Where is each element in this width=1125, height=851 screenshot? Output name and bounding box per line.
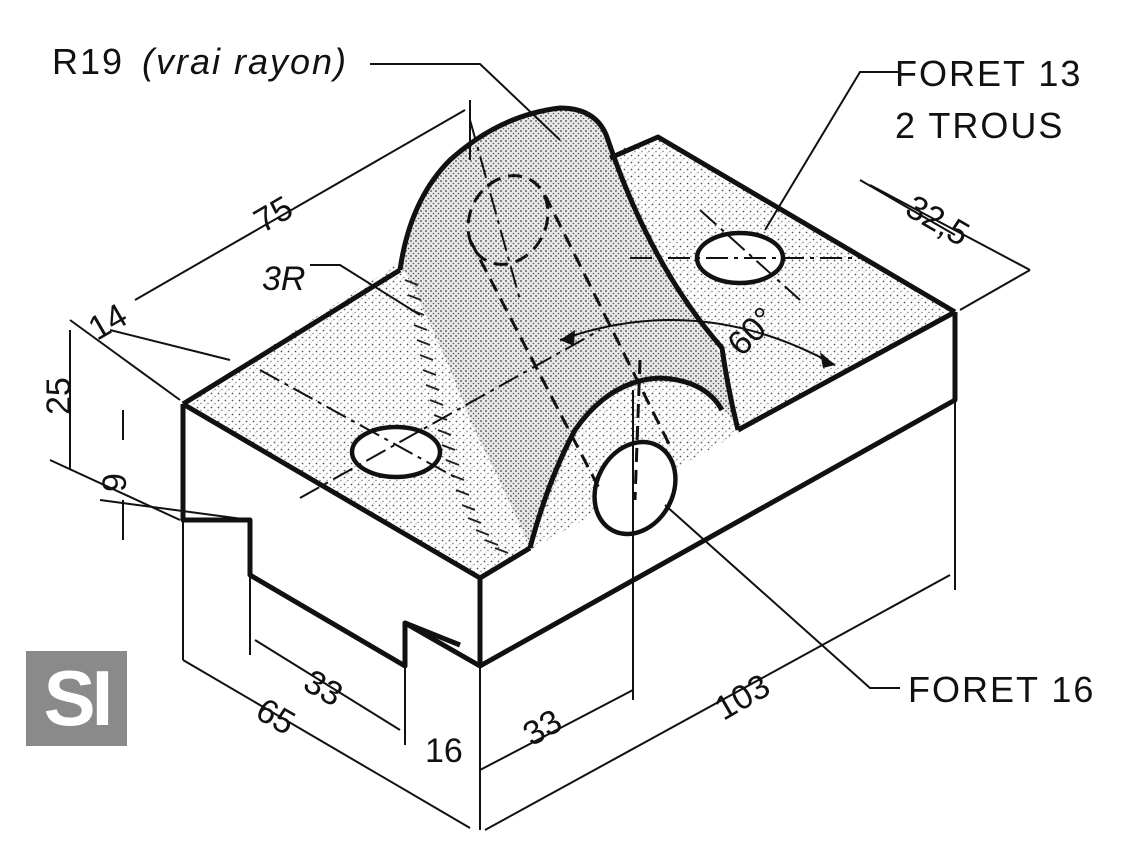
dim-25: 25 [40,377,78,415]
center-lines [259,119,860,499]
dimension-lines [49,63,1031,831]
dim-75: 75 [248,189,300,241]
radius-note: R19 [52,41,124,82]
bore-front [592,439,678,537]
drill-holes [349,230,786,537]
hidden-lines [466,174,674,501]
fillet-label: 3R [262,260,305,298]
hole-left [349,424,443,480]
dim-65: 65 [250,691,302,743]
drill-13-label: FORET 13 [895,53,1082,94]
si-logo-text: SI [43,654,114,742]
dim-9: 9 [96,473,134,492]
si-logo: SI [26,651,127,746]
saddle-surface [400,108,738,548]
drill-13-count: 2 TROUS [895,105,1064,146]
drill-16-label: FORET 16 [908,669,1095,710]
dim-14: 14 [82,296,134,348]
dim-16: 16 [425,732,463,770]
radius-note-italic: (vrai rayon) [142,41,348,82]
dim-32-5: 32,5 [899,188,975,254]
saddle-outline [181,105,741,581]
angle-arc [559,319,836,366]
